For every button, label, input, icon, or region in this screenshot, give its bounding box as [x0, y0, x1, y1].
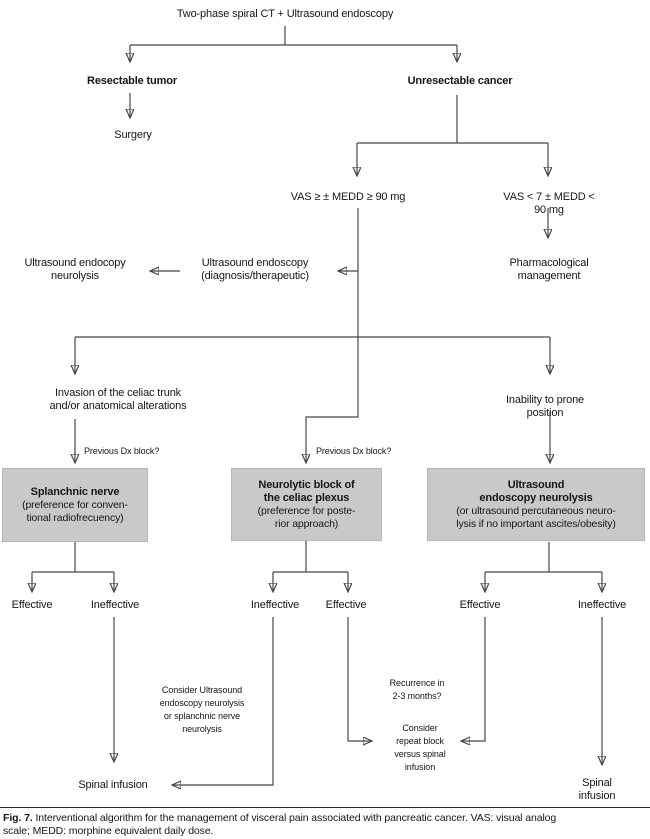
node-ultrasound-endocopy-neurolysis: Ultrasound endocopy neurolysis [24, 257, 126, 282]
caption-divider [0, 807, 650, 808]
node-unresectable-cancer: Unresectable cancer [407, 75, 513, 87]
outcome-ineffective-3: Ineffective [577, 599, 627, 611]
node-ultrasound-endoscopy-diagnostic: Ultrasound endoscopy (diagnosis/therapeu… [201, 257, 309, 282]
note-recurrence-2-3-months: Recurrence in 2-3 months? [389, 678, 445, 701]
connector-three-way-split [75, 336, 550, 462]
node-spinal-infusion-left: Spinal infusion [78, 779, 148, 791]
note-consider-repeat-block: Consider repeat block versus spinal infu… [394, 723, 446, 772]
connector-central-line [151, 208, 359, 462]
connector-effective-mid-repeat [347, 617, 371, 741]
box-ultrasound-endoscopy-neurolysis-title: Ultrasound endoscopy neurolysis [479, 478, 593, 504]
node-inability-prone-position: Inability to prone position [505, 394, 585, 419]
node-resectable-tumor: Resectable tumor [87, 75, 177, 87]
figure-caption-label: Fig. 7. [3, 812, 33, 824]
connector-box3-outcomes [485, 542, 602, 591]
note-consider-ultrasound-neurolysis: Consider Ultrasound endoscopy neurolysis… [159, 685, 245, 734]
node-pharmacological-management: Pharmacological management [509, 257, 589, 282]
connector-box1-outcomes [32, 542, 114, 591]
outcome-effective-2: Effective [325, 599, 367, 611]
connector-title-split [130, 26, 457, 61]
outcome-effective-3: Effective [459, 599, 501, 611]
connector-box2-outcomes [273, 541, 348, 591]
connector-ineffective-mid-spinal [173, 617, 274, 785]
box-neurolytic-block: Neurolytic block of the celiac plexus (p… [231, 468, 382, 541]
outcome-ineffective-1: Ineffective [90, 599, 140, 611]
node-title: Two-phase spiral CT + Ultrasound endosco… [176, 8, 394, 20]
box-splanchnic-nerve-title: Splanchnic nerve [30, 485, 120, 498]
box-neurolytic-block-sub: (preference for poste- rior approach) [257, 504, 356, 530]
node-invasion-celiac-trunk: Invasion of the celiac trunk and/or anat… [49, 387, 187, 412]
outcome-ineffective-2: Ineffective [250, 599, 300, 611]
connector-effective-right-repeat [462, 617, 486, 741]
outcome-effective-1: Effective [11, 599, 53, 611]
label-previous-dx-block-mid: Previous Dx block? [316, 446, 392, 456]
box-splanchnic-nerve: Splanchnic nerve (preference for conven-… [2, 468, 148, 542]
connector-unresectable-split [357, 95, 548, 175]
box-ultrasound-endoscopy-neurolysis: Ultrasound endoscopy neurolysis (or ultr… [427, 468, 645, 541]
box-ultrasound-endoscopy-neurolysis-sub: (or ultrasound percutaneous neuro- lysis… [456, 504, 616, 530]
node-surgery: Surgery [114, 129, 152, 141]
figure-caption: Fig. 7. Interventional algorithm for the… [3, 812, 648, 837]
node-spinal-infusion-right: Spinal infusion [578, 777, 616, 802]
node-vas-high: VAS ≥ ± MEDD ≥ 90 mg [290, 191, 406, 203]
node-vas-low: VAS < 7 ± MEDD < 90 mg [503, 191, 595, 216]
label-previous-dx-block-left: Previous Dx block? [84, 446, 160, 456]
box-splanchnic-nerve-sub: (preference for conven- tional radiofrec… [22, 498, 128, 524]
figure-caption-text: Interventional algorithm for the managem… [3, 812, 557, 837]
box-neurolytic-block-title: Neurolytic block of the celiac plexus [258, 478, 355, 504]
